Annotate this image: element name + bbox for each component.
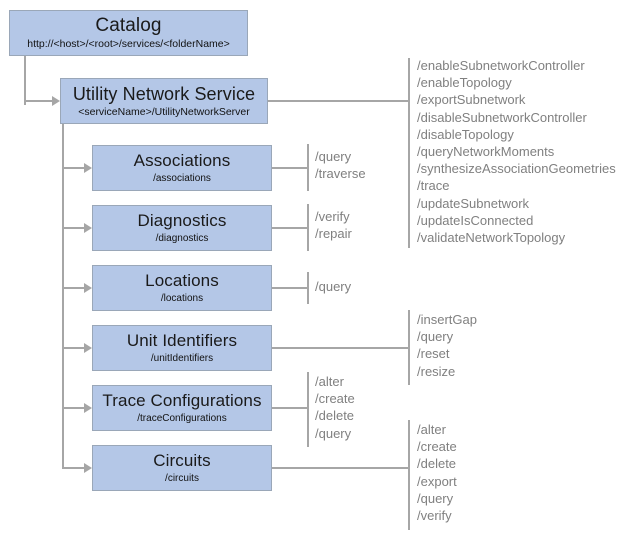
node-circuits[interactable]: Circuits /circuits xyxy=(92,445,272,491)
connector-catalog-to-service xyxy=(24,100,52,102)
operation-item: /queryNetworkMoments xyxy=(417,144,555,160)
operation-item: /alter xyxy=(417,422,446,437)
bracket-trace-configurations-ops xyxy=(307,372,309,447)
connector-trace-configurations-to-ops xyxy=(272,407,308,409)
node-locations-path: /locations xyxy=(160,293,204,304)
operation-item: /create xyxy=(417,439,457,455)
node-catalog-path: http://<host>/<root>/services/<folderNam… xyxy=(27,38,230,50)
node-diagnostics[interactable]: Diagnostics /diagnostics xyxy=(92,205,272,251)
operation-item: /query xyxy=(315,279,352,294)
connector-trunk-to-diagnostics xyxy=(62,227,84,229)
operation-item: /traverse xyxy=(315,166,366,182)
operation-item: /insertGap xyxy=(417,312,477,327)
ops-list-circuits: /alter/create/delete/export/query/verify xyxy=(417,421,457,524)
arrow-trunk-to-associations xyxy=(84,163,92,173)
operation-item: /verify xyxy=(315,209,350,224)
ops-list-service: /enableSubnetworkController/enableTopolo… xyxy=(417,57,616,246)
connector-locations-to-ops xyxy=(272,287,308,289)
operation-item: /updateSubnetwork xyxy=(417,195,530,211)
connector-trunk-to-trace-configurations xyxy=(62,407,84,409)
node-locations[interactable]: Locations /locations xyxy=(92,265,272,311)
operation-item: /delete xyxy=(417,456,457,472)
ops-list-associations: /query/traverse xyxy=(315,148,366,182)
ops-list-trace-configurations: /alter/create/delete/query xyxy=(315,373,355,442)
node-circuits-path: /circuits xyxy=(165,473,199,484)
operation-item: /repair xyxy=(315,226,352,242)
node-circuits-title: Circuits xyxy=(153,451,211,470)
connector-associations-to-ops xyxy=(272,167,308,169)
connector-trunk-to-unit-identifiers xyxy=(62,347,84,349)
bracket-circuits-ops xyxy=(408,420,410,530)
node-unit-identifiers[interactable]: Unit Identifiers /unitIdentifiers xyxy=(92,325,272,371)
connector-trunk-to-circuits xyxy=(62,467,84,469)
node-associations-path: /associations xyxy=(153,173,211,184)
operation-item: /verify xyxy=(417,508,452,524)
connector-unit-identifiers-to-ops xyxy=(272,347,409,349)
operation-item: /exportSubnetwork xyxy=(417,92,526,108)
operation-item: /query xyxy=(417,490,454,506)
bracket-locations-ops xyxy=(307,272,309,304)
bracket-service-ops xyxy=(408,58,410,248)
connector-catalog-down xyxy=(24,56,26,105)
operation-item: /enableSubnetworkController xyxy=(417,58,585,73)
operation-item: /alter xyxy=(315,374,344,389)
bracket-associations-ops xyxy=(307,144,309,191)
operation-item: /resize xyxy=(417,363,456,379)
node-utility-network-service-path: <serviceName>/UtilityNetworkServer xyxy=(78,105,250,118)
ops-list-diagnostics: /verify/repair xyxy=(315,208,352,242)
ops-list-unit-identifiers: /insertGap/query/reset/resize xyxy=(417,311,477,380)
operation-item: /enableTopology xyxy=(417,75,512,91)
connector-service-trunk xyxy=(62,124,64,468)
node-trace-configurations-title: Trace Configurations xyxy=(102,391,262,410)
operation-item: /disableTopology xyxy=(417,126,514,142)
operation-item: /updateIsConnected xyxy=(417,212,534,228)
connector-trunk-to-locations xyxy=(62,287,84,289)
arrow-trunk-to-circuits xyxy=(84,463,92,473)
connector-circuits-to-ops xyxy=(272,467,409,469)
operation-item: /synthesizeAssociationGeometries xyxy=(417,161,616,177)
operation-item: /validateNetworkTopology xyxy=(417,230,566,246)
node-diagnostics-path: /diagnostics xyxy=(155,233,209,244)
bracket-unit-identifiers-ops xyxy=(408,310,410,385)
node-unit-identifiers-title: Unit Identifiers xyxy=(126,331,238,350)
ops-list-locations: /query xyxy=(315,278,351,295)
node-associations[interactable]: Associations /associations xyxy=(92,145,272,191)
arrow-trunk-to-unit-identifiers xyxy=(84,343,92,353)
node-trace-configurations-path: /traceConfigurations xyxy=(137,413,227,424)
operation-item: /delete xyxy=(315,408,355,424)
operation-item: /trace xyxy=(417,178,450,194)
operation-item: /disableSubnetworkController xyxy=(417,109,587,125)
operation-item: /query xyxy=(315,149,352,164)
node-diagnostics-title: Diagnostics xyxy=(137,211,227,230)
node-catalog[interactable]: Catalog http://<host>/<root>/services/<f… xyxy=(9,10,248,56)
arrow-trunk-to-diagnostics xyxy=(84,223,92,233)
operation-item: /create xyxy=(315,391,355,407)
arrow-catalog-to-service xyxy=(52,96,60,106)
node-catalog-title: Catalog xyxy=(95,15,162,36)
node-utility-network-service-title: Utility Network Service xyxy=(72,83,256,104)
operation-item: /export xyxy=(417,473,457,489)
operation-item: /query xyxy=(417,329,454,345)
connector-service-to-ops xyxy=(268,100,408,102)
connector-trunk-to-associations xyxy=(62,167,84,169)
node-unit-identifiers-path: /unitIdentifiers xyxy=(150,353,214,364)
operation-item: /reset xyxy=(417,346,450,362)
node-locations-title: Locations xyxy=(145,271,219,290)
operation-item: /query xyxy=(315,425,352,441)
node-associations-title: Associations xyxy=(133,151,231,170)
arrow-trunk-to-locations xyxy=(84,283,92,293)
node-utility-network-service[interactable]: Utility Network Service <serviceName>/Ut… xyxy=(60,78,268,124)
node-trace-configurations[interactable]: Trace Configurations /traceConfiguration… xyxy=(92,385,272,431)
arrow-trunk-to-trace-configurations xyxy=(84,403,92,413)
bracket-diagnostics-ops xyxy=(307,204,309,251)
connector-diagnostics-to-ops xyxy=(272,227,308,229)
